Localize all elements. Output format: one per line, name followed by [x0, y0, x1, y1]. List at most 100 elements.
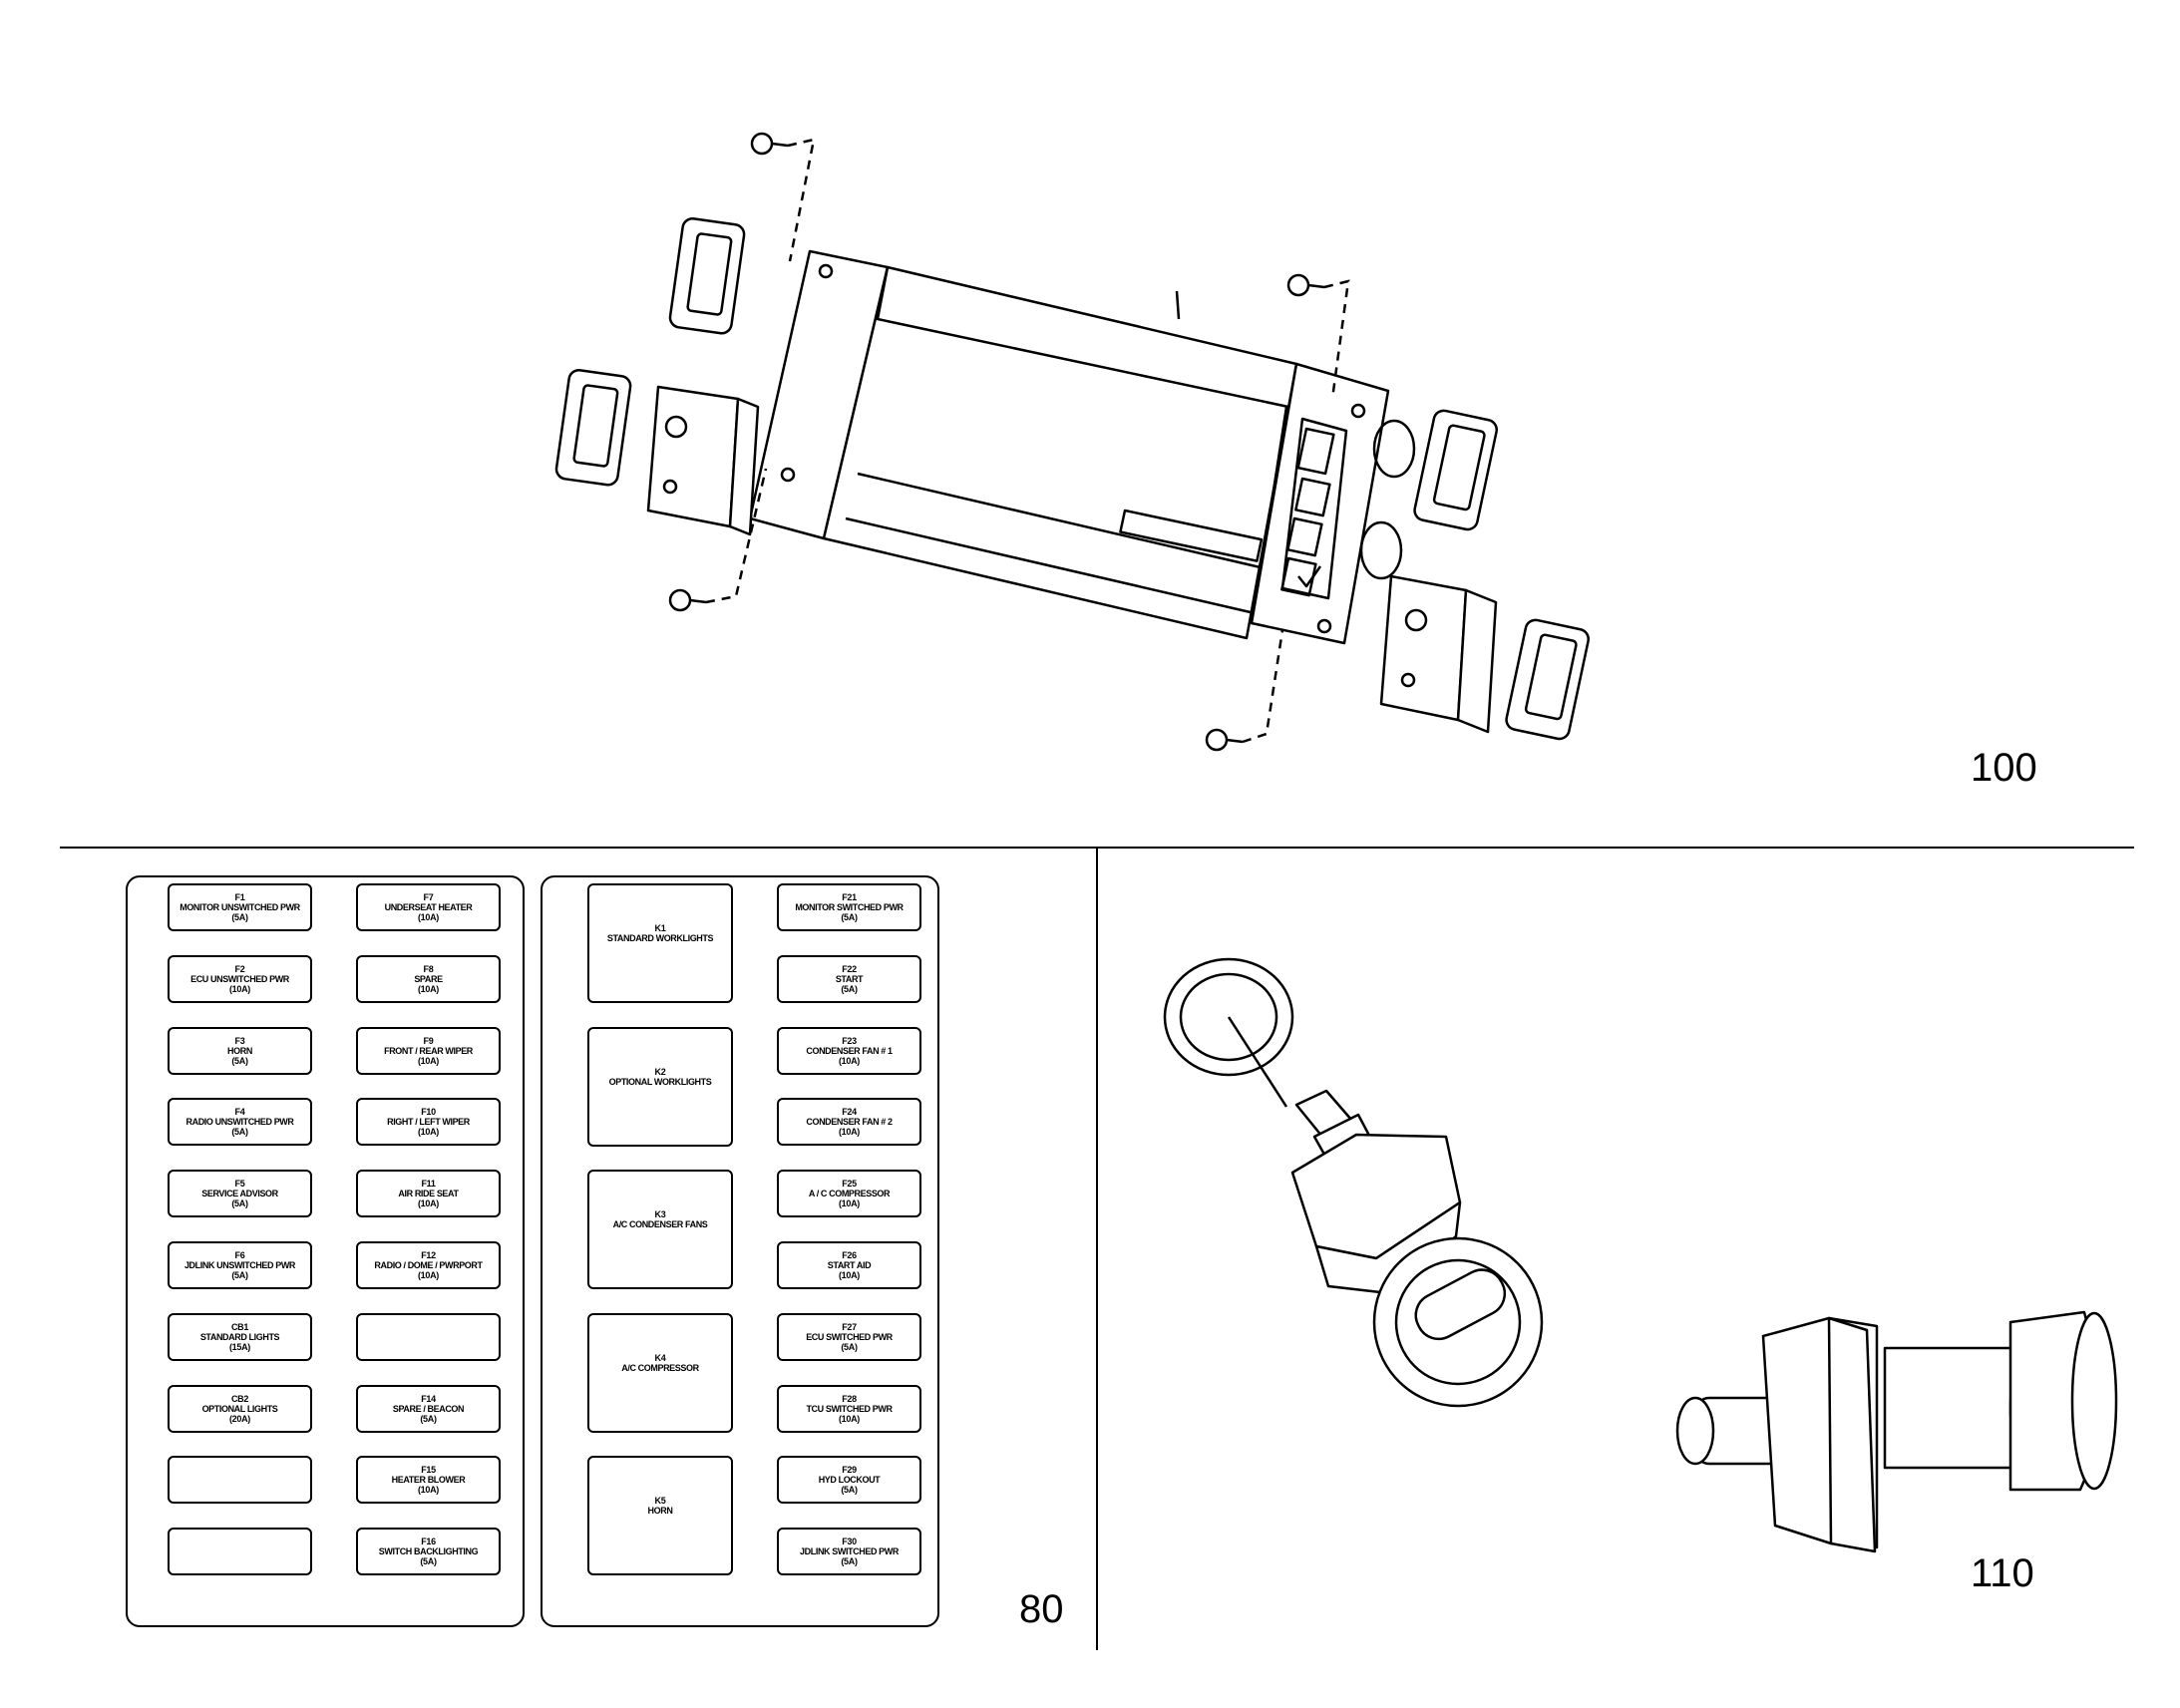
- fuse-name: RADIO / DOME / PWRPORT: [374, 1260, 483, 1270]
- fuse-id: F7: [423, 892, 434, 902]
- fuse-slot: [356, 1312, 501, 1361]
- fuse-name: UNDERSEAT HEATER: [384, 902, 473, 912]
- callout-80: 80: [1019, 1587, 1064, 1631]
- fuse-rating: (5A): [420, 1556, 437, 1567]
- fuse-id: F3: [234, 1035, 245, 1046]
- callout-110: 110: [1971, 1551, 2034, 1595]
- fuse-name: START AID: [827, 1260, 872, 1270]
- fuse-id: F2: [234, 963, 245, 974]
- fuse-name: HYD LOCKOUT: [818, 1475, 881, 1486]
- fuse-name: A / C COMPRESSOR: [808, 1189, 891, 1199]
- fuse-id: F28: [842, 1393, 857, 1404]
- fuse-rating: (5A): [841, 1341, 858, 1352]
- fuse-rating: (10A): [838, 1055, 860, 1066]
- fuse-name: JDLINK UNSWITCHED PWR: [183, 1260, 296, 1270]
- fuse-id: F9: [423, 1035, 434, 1046]
- seal-ring-part: [1163, 957, 1294, 1108]
- callout-100: 100: [1971, 746, 2037, 790]
- fuse-rating: (5A): [841, 912, 858, 922]
- fuse-name: RIGHT / LEFT WIPER: [387, 1117, 470, 1128]
- fuse-name: START: [835, 973, 864, 984]
- relay-name: OPTIONAL WORKLIGHTS: [608, 1076, 712, 1087]
- temperature-switch-part: [1675, 1310, 2118, 1553]
- relay-name: A/C COMPRESSOR: [621, 1362, 699, 1373]
- fuse-rating: (10A): [417, 912, 439, 922]
- fuse-id: F25: [842, 1179, 857, 1190]
- relay-name: STANDARD WORKLIGHTS: [606, 933, 714, 943]
- fuse-name: SERVICE ADVISOR: [201, 1189, 278, 1199]
- relay-name: A/C CONDENSER FANS: [612, 1219, 708, 1230]
- fuse-rating: (5A): [231, 912, 248, 922]
- fuse-id: F21: [842, 892, 857, 902]
- fuse-id: F22: [842, 963, 857, 974]
- fuse-name: MONITOR UNSWITCHED PWR: [180, 902, 300, 912]
- fuse-name: FRONT / REAR WIPER: [384, 1045, 473, 1056]
- fuse-id: F16: [421, 1537, 436, 1547]
- fuse-id: CB1: [230, 1321, 249, 1332]
- fuse-name: RADIO UNSWITCHED PWR: [185, 1117, 294, 1128]
- relay-id: K2: [654, 1066, 666, 1077]
- fuse-slot: [168, 1528, 312, 1576]
- fuse-id: F29: [842, 1465, 857, 1476]
- fuse-id: F24: [842, 1107, 857, 1118]
- fuse-rating: (10A): [417, 983, 439, 994]
- fuse-rating: (10A): [838, 1198, 860, 1209]
- mounting-screws: [668, 132, 1325, 752]
- fuse-rating: (5A): [420, 1413, 437, 1424]
- fuse-name: HORN: [227, 1045, 252, 1056]
- fuse-id: F15: [421, 1465, 436, 1476]
- fuse-slot: [168, 1456, 312, 1505]
- fuse-id: F26: [842, 1250, 857, 1260]
- left-rocker-switch: [646, 385, 740, 528]
- monitor-assembly: [554, 217, 1590, 741]
- relay-id: K5: [654, 1496, 666, 1507]
- relay-name: HORN: [647, 1506, 673, 1517]
- fuse-name: CONDENSER FAN # 1: [806, 1045, 893, 1056]
- fuse-id: F10: [421, 1107, 436, 1118]
- right-rocker-switch: [1379, 574, 1468, 722]
- fuse-id: F27: [842, 1321, 857, 1332]
- fuse-name: HEATER BLOWER: [391, 1475, 466, 1486]
- fuse-rating: (5A): [841, 1556, 858, 1567]
- fuse-id: F4: [234, 1107, 245, 1118]
- fuse-rating: (10A): [838, 1127, 860, 1138]
- fuse-rating: (15A): [228, 1341, 250, 1352]
- fuse-name: SPARE: [414, 973, 443, 984]
- fuse-name: SPARE / BEACON: [392, 1403, 465, 1414]
- relay-id: K1: [654, 923, 666, 933]
- fuse-name: JDLINK SWITCHED PWR: [800, 1546, 899, 1557]
- fuse-rating: (5A): [231, 1270, 248, 1280]
- fuse-name: ECU UNSWITCHED PWR: [190, 973, 289, 984]
- fuse-id: F12: [421, 1250, 436, 1260]
- fuse-rating: (10A): [838, 1413, 860, 1424]
- fuse-id: F14: [421, 1393, 436, 1404]
- fuse-name: CONDENSER FAN # 2: [806, 1117, 893, 1128]
- fuse-id: F23: [842, 1035, 857, 1046]
- fuse-rating: (20A): [228, 1413, 250, 1424]
- fuse-rating: (5A): [841, 1485, 858, 1496]
